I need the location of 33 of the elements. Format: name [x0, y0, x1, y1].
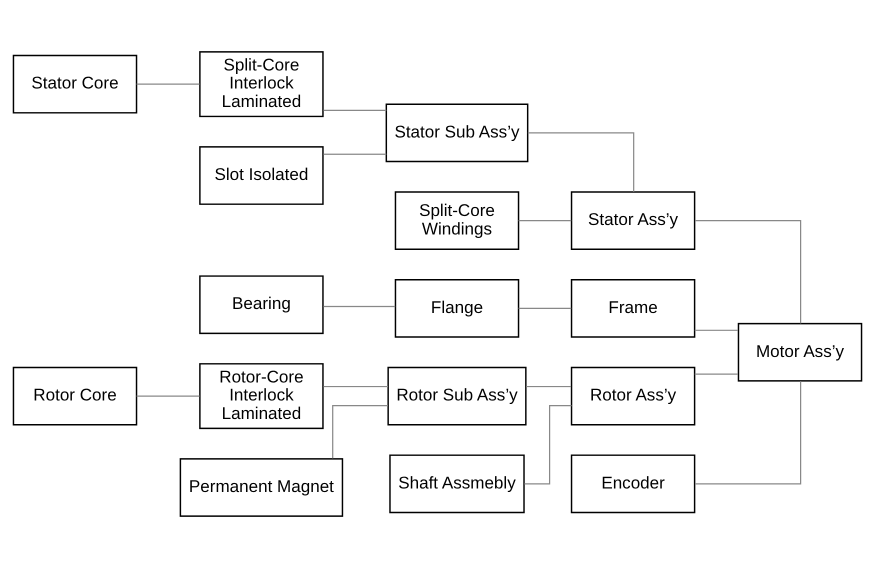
- connector: [136, 396, 200, 397]
- connector: [323, 386, 388, 388]
- connector: [136, 84, 200, 85]
- connector: [323, 154, 386, 155]
- node-box: Permanent Magnet: [180, 458, 344, 517]
- node-box: Flange: [394, 279, 520, 338]
- connector: [323, 306, 396, 308]
- connector: [524, 405, 572, 484]
- connector: [528, 132, 634, 192]
- connector: [526, 386, 572, 388]
- node-box: Frame: [570, 279, 696, 338]
- node-box: Rotor Ass’y: [570, 366, 696, 426]
- node-box: Split-Core Windings: [394, 191, 520, 250]
- node-box: Stator Ass’y: [570, 191, 696, 250]
- node-box: Rotor Core: [12, 366, 138, 426]
- connector: [518, 220, 572, 222]
- node-box: Stator Core: [12, 54, 138, 114]
- connector: [518, 308, 572, 309]
- node-box: Rotor-Core Interlock Laminated: [199, 363, 324, 430]
- node-box: Bearing: [199, 275, 324, 334]
- connector: [694, 381, 802, 484]
- node-box: Shaft Assmebly: [389, 454, 525, 514]
- connector: [323, 110, 386, 111]
- node-box: Encoder: [570, 454, 696, 514]
- node-box: Motor Ass’y: [738, 322, 862, 382]
- node-box: Stator Sub Ass’y: [386, 104, 528, 162]
- connector: [694, 330, 738, 331]
- connector: [694, 220, 802, 324]
- node-box: Split-Core Interlock Laminated: [199, 51, 324, 118]
- connector: [694, 374, 738, 375]
- node-box: Slot Isolated: [199, 146, 324, 205]
- node-box: Rotor Sub Ass’y: [387, 366, 527, 426]
- connector: [332, 405, 388, 458]
